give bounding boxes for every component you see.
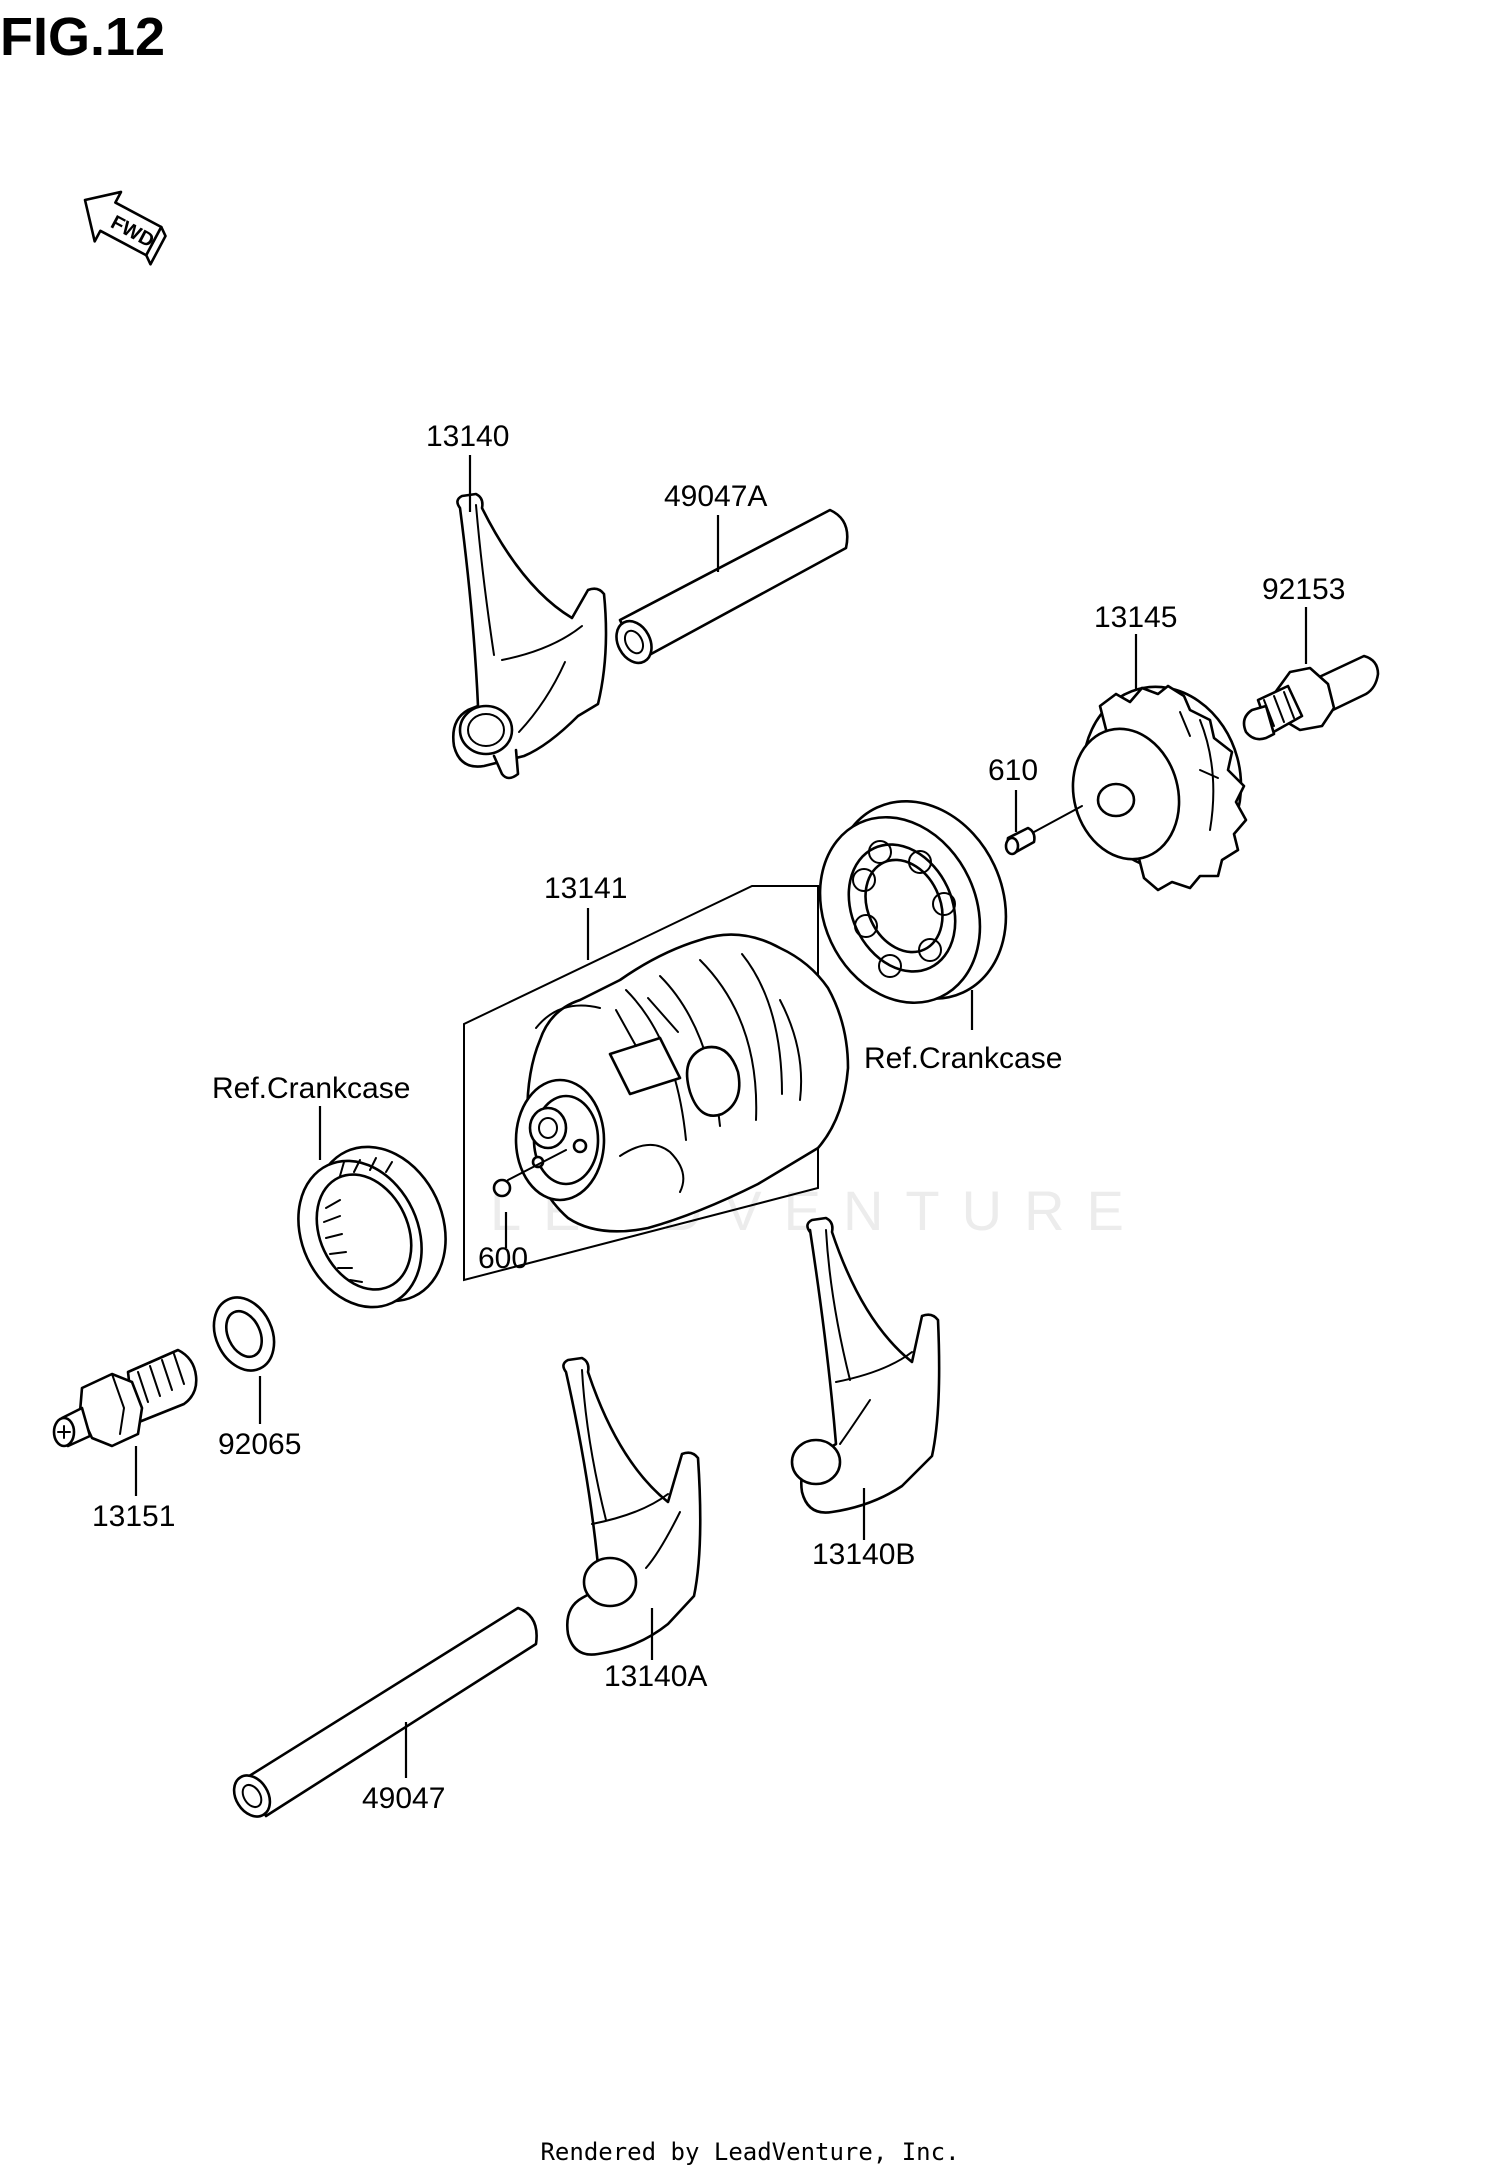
shift-drum-13141[interactable] [514,933,850,1233]
shift-fork-13140[interactable] [452,492,608,780]
bearing-right[interactable] [791,773,1038,1029]
label-13151: 13151 [92,1500,175,1533]
label-610: 610 [988,754,1038,787]
shift-rod-49047A[interactable] [610,508,849,669]
shift-fork-13140A[interactable] [562,1356,702,1656]
label-13140A: 13140A [604,1660,707,1693]
drum-callout-box [463,885,819,1282]
shift-drum-plate-13145[interactable] [1059,669,1261,892]
label-600: 600 [478,1242,528,1275]
label-13140: 13140 [426,420,509,453]
label-49047: 49047 [362,1782,445,1815]
label-92065: 92065 [218,1428,301,1461]
pin-610[interactable] [1004,826,1036,856]
label-ref-crankcase-right: Ref.Crankcase [864,1042,1062,1075]
pin-600[interactable] [492,1178,512,1198]
bearing-left[interactable] [275,1125,470,1327]
neutral-switch-13151[interactable] [52,1348,198,1448]
figure-title: FIG.12 [0,7,166,67]
label-13141: 13141 [544,872,627,905]
label-13145: 13145 [1094,601,1177,634]
shift-fork-13140B[interactable] [790,1216,941,1514]
label-92153: 92153 [1262,573,1345,606]
fwd-arrow-icon: FWD [83,190,167,266]
shift-rod-49047[interactable] [227,1606,538,1823]
bolt-92153[interactable] [1242,654,1380,741]
label-49047A: 49047A [664,480,767,513]
label-ref-crankcase-left: Ref.Crankcase [212,1072,410,1105]
render-credit: Rendered by LeadVenture, Inc. [540,2138,960,2166]
washer-92065[interactable] [203,1288,286,1381]
label-13140B: 13140B [812,1538,915,1571]
